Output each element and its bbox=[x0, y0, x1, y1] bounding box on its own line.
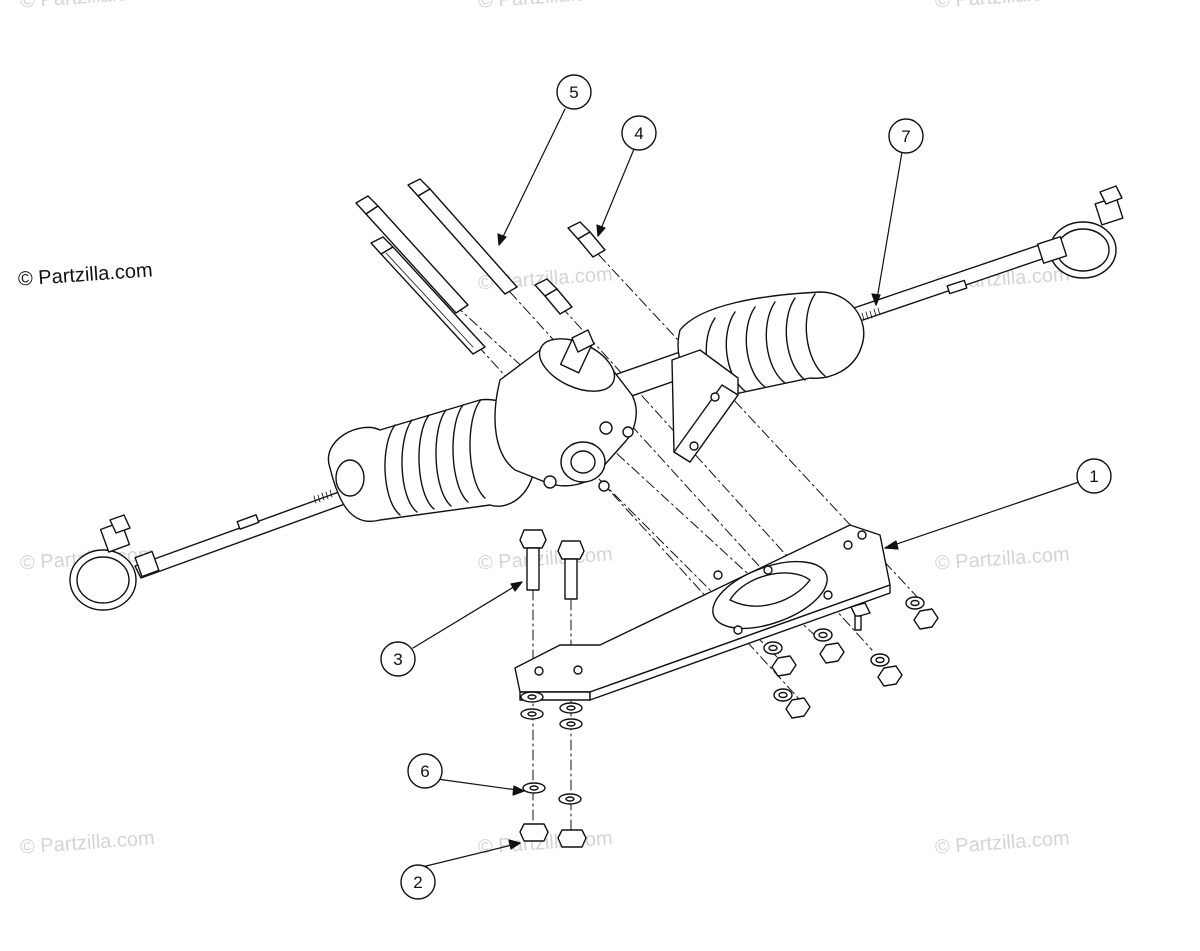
lower-bolts bbox=[519, 529, 585, 600]
left-threads bbox=[313, 489, 333, 504]
right-tie-rod bbox=[847, 185, 1124, 324]
lower-hardware bbox=[519, 691, 587, 848]
svg-text:3: 3 bbox=[393, 650, 402, 669]
right-tie-rod-end bbox=[1036, 185, 1124, 279]
callout-4: 4 bbox=[621, 115, 657, 151]
mounting-plate bbox=[514, 524, 891, 701]
left-tie-rod-end bbox=[69, 514, 160, 611]
svg-text:6: 6 bbox=[420, 762, 429, 781]
svg-text:1: 1 bbox=[1089, 467, 1098, 486]
svg-text:5: 5 bbox=[569, 83, 578, 102]
callout-2: 2 bbox=[400, 864, 436, 900]
svg-text:7: 7 bbox=[901, 127, 910, 146]
svg-text:2: 2 bbox=[413, 873, 422, 892]
callout-6: 6 bbox=[407, 753, 443, 789]
long-bolts bbox=[355, 178, 518, 355]
callout-5: 5 bbox=[556, 74, 592, 110]
callout-1: 1 bbox=[1076, 458, 1112, 494]
rack-mount-bracket bbox=[671, 349, 739, 463]
leader-lines bbox=[412, 108, 1080, 869]
pinion-housing bbox=[494, 329, 637, 492]
left-tie-rod bbox=[69, 487, 357, 611]
svg-text:4: 4 bbox=[634, 124, 643, 143]
callout-7: 7 bbox=[888, 118, 924, 154]
plate-hardware bbox=[763, 596, 939, 719]
short-bolts bbox=[534, 221, 606, 315]
callout-3: 3 bbox=[380, 641, 416, 677]
right-threads bbox=[861, 307, 881, 321]
left-bellows-boot bbox=[327, 398, 537, 523]
